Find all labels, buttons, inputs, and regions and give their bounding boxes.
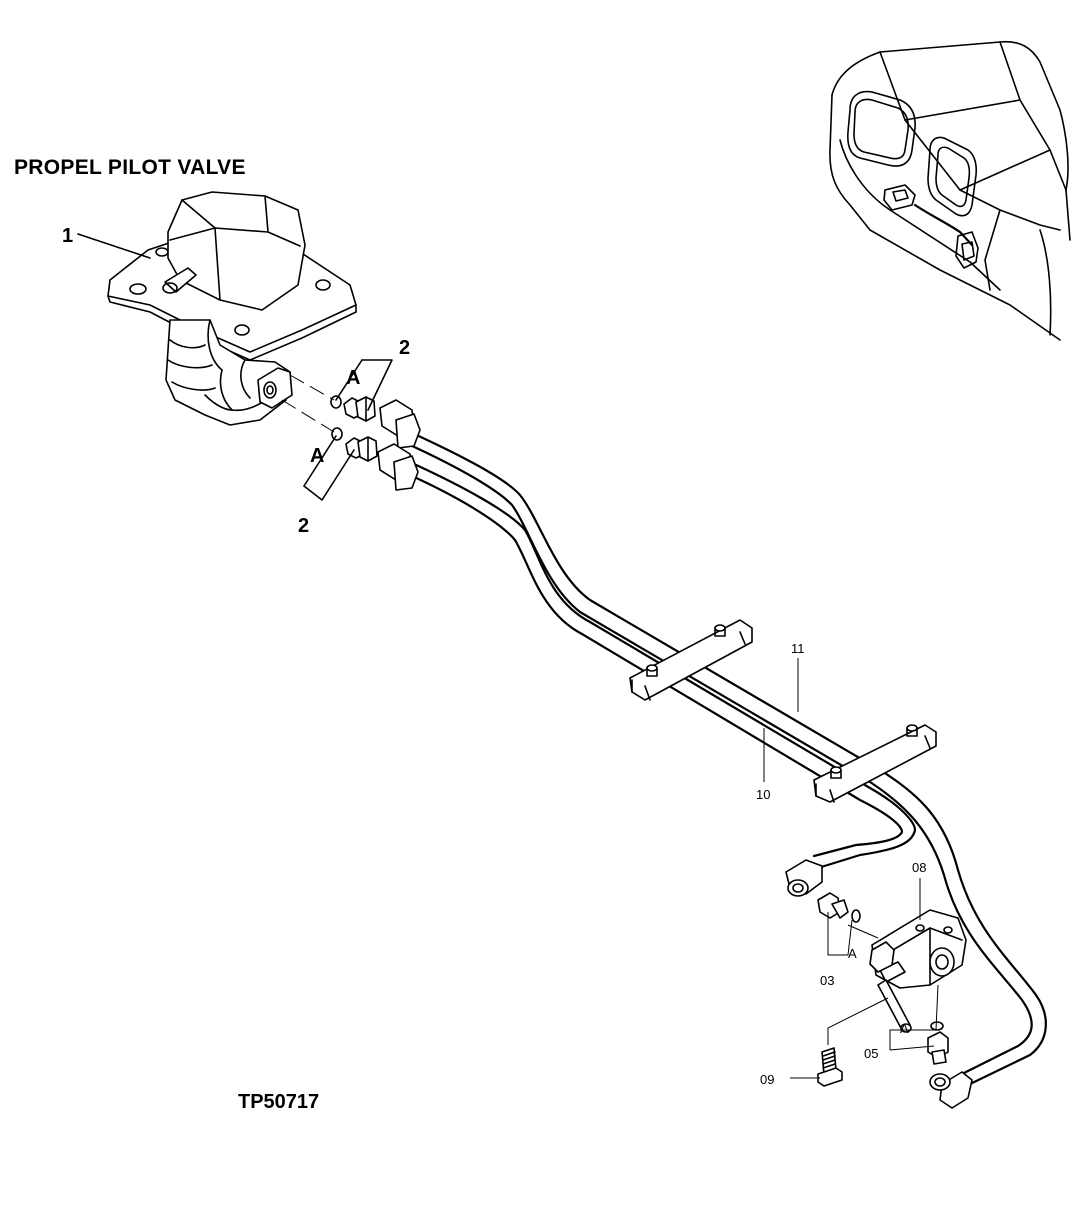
hoses: [377, 399, 1047, 1087]
callout-labels: 1 2 A A 2 11 10 08 A 03 A 05 09: [62, 225, 926, 1087]
callout-2-lower: 2: [298, 515, 309, 537]
fitting-adapters: [330, 395, 378, 462]
adapter-03: [817, 892, 861, 923]
leader-lines: [77, 233, 939, 1079]
callout-1: 1: [62, 225, 73, 247]
callout-03: 03: [820, 973, 834, 988]
hose-elbow-fittings: [785, 859, 973, 1109]
callout-a-03: A: [848, 946, 857, 961]
port-leaders: [281, 374, 335, 433]
callout-10: 10: [756, 787, 770, 802]
selector-valve-08: [869, 909, 967, 1033]
callout-a-lower: A: [310, 445, 324, 467]
diagram-title: PROPEL PILOT VALVE: [14, 156, 246, 179]
callout-2-upper: 2: [399, 337, 410, 359]
propel-pilot-valve: [107, 191, 357, 426]
callout-09: 09: [760, 1072, 774, 1087]
callout-11: 11: [791, 641, 805, 656]
callout-05: 05: [864, 1046, 878, 1061]
figure-code: TP50717: [238, 1091, 320, 1113]
callout-a-upper: A: [346, 367, 360, 389]
adapter-05: [927, 1021, 949, 1065]
mounting-brackets: [629, 619, 937, 803]
machine-cab-inset: [829, 40, 1071, 341]
bolt-09: [817, 1047, 843, 1087]
callout-08: 08: [912, 860, 926, 875]
callout-a-05: A: [900, 1021, 909, 1036]
